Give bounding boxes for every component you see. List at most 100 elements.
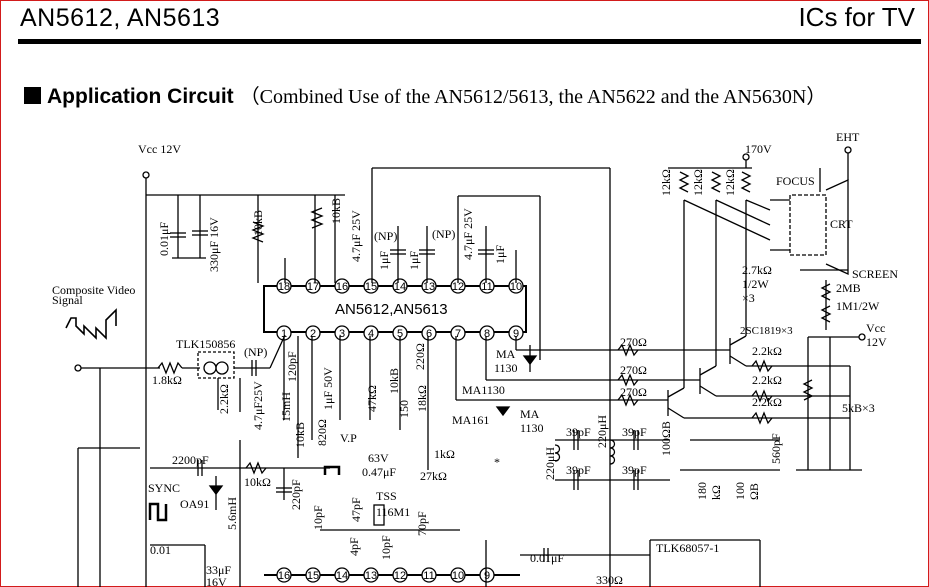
header-rule <box>18 39 921 44</box>
value-15mh: 15mH <box>279 392 293 422</box>
value-220: 220Ω <box>413 343 427 370</box>
ic-lower-pin-circle-5 <box>421 567 437 583</box>
ic-top-pin-3: 15 <box>365 281 377 293</box>
ic-bottom-pin-4: 5 <box>397 328 403 340</box>
label-oa91: OA91 <box>180 497 209 511</box>
label-ma-2: MA <box>520 407 540 421</box>
ic-bottom-pin-circle-5 <box>421 325 437 341</box>
ic-bottom-pin-6: 7 <box>455 328 461 340</box>
ic-top-pin-1: 17 <box>307 281 319 293</box>
value-4-7uf-25v: 4.7μF 25V <box>349 210 363 262</box>
header-title: AN5612, AN5613 <box>20 4 221 32</box>
output-stage <box>486 146 866 471</box>
value-330uf: 330μF 16V <box>207 217 221 272</box>
value-18k: 18kΩ <box>415 385 429 412</box>
top-capacitors <box>390 226 517 283</box>
ic-lower-pin-circle-1 <box>305 567 321 583</box>
ic-lower-pin-1: 15 <box>307 570 319 582</box>
value-4-7uf25v: 4.7μF25V <box>251 381 265 430</box>
value-ohm-b: ΩB <box>747 483 761 500</box>
label-np-2: (NP) <box>374 229 397 243</box>
value-1uf-1: 1μF <box>377 251 391 270</box>
sync-section <box>77 440 761 587</box>
value-270-3: 270Ω <box>620 385 647 399</box>
ic-top-pin-circle-3 <box>363 278 379 294</box>
value-0-01uf-b: 0.01μF <box>530 551 564 565</box>
value-10kb-3: 10kB <box>293 422 307 448</box>
ic-bottom-pin-circle-7 <box>479 325 495 341</box>
value-39pf-2: 39pF <box>622 425 647 439</box>
value-39pf-4: 39pF <box>622 463 647 477</box>
value-10kb-1: 10kB <box>251 210 265 236</box>
ic-top-pin-circle-5 <box>421 278 437 294</box>
value-half-watt: 1/2W <box>742 277 769 291</box>
ic-top-pin-circle-2 <box>334 278 350 294</box>
label-vcc-left: Vcc 12V <box>138 142 181 156</box>
section-bullet-icon <box>24 87 41 104</box>
value-39pf-1: 39pF <box>566 425 591 439</box>
value-times3: ×3 <box>742 291 755 305</box>
ic-top-pin-6: 12 <box>452 281 464 293</box>
section-title-text: Application Circuit <box>47 85 234 108</box>
value-10k: 10kΩ <box>244 475 271 489</box>
value-2mb: 2MB <box>836 281 861 295</box>
ic-lower-pin-2: 14 <box>336 570 348 582</box>
ic-main-label: AN5612,AN5613 <box>335 301 448 318</box>
value-12k-1: 12kΩ <box>659 169 673 196</box>
label-ma161: MA161 <box>452 413 489 427</box>
value-10kb-2: 10kB <box>329 198 343 224</box>
ic-bottom-pin-circle-2 <box>334 325 350 341</box>
input-network <box>65 308 517 587</box>
ic-bottom-pin-circle-6 <box>450 325 466 341</box>
ic-bottom-pin-8: 9 <box>513 328 519 340</box>
label-tlk2: TLK68057-1 <box>656 541 719 555</box>
label-np-3: (NP) <box>432 227 455 241</box>
label-transistor: 2SC1819×3 <box>740 325 793 337</box>
label-tss-part: 116M1 <box>376 505 410 519</box>
label-170v: 170V <box>745 142 772 156</box>
value-5kb: 5kB×3 <box>842 401 875 415</box>
label-signal: Signal <box>52 293 83 307</box>
value-70pf: 70pF <box>415 511 429 536</box>
value-1-8k: 1.8kΩ <box>152 373 182 387</box>
ic-lower-pin-circle-4 <box>392 567 408 583</box>
value-0-01: 0.01 <box>150 543 171 557</box>
value-1k: 1kΩ <box>434 447 455 461</box>
ic-lower-pin-5: 11 <box>423 570 434 582</box>
ic-top-pin-7: 11 <box>481 281 492 293</box>
ic-top-pin-5: 13 <box>423 281 435 293</box>
label-screen: SCREEN <box>852 267 898 281</box>
value-220uh-2: 220μH <box>595 415 609 448</box>
ic-bottom-pin-5: 6 <box>426 328 432 340</box>
value-47k: 47kΩ <box>365 385 379 412</box>
ic-bottom-pin-0: 1 <box>281 328 287 340</box>
ic-lower-pin-circle-3 <box>363 567 379 583</box>
label-sync: SYNC <box>148 481 180 495</box>
value-16v: 16V <box>206 575 227 587</box>
value-10pf: 10pF <box>311 505 325 530</box>
value-0-47uf: 0.47μF <box>362 465 396 479</box>
label-vcc-right: Vcc <box>866 321 885 335</box>
value-12k-3: 12kΩ <box>723 169 737 196</box>
label-1130-1: 1130 <box>494 361 518 375</box>
value-10pf-2: 10pF <box>379 535 393 560</box>
label-63v: 63V <box>368 451 389 465</box>
ic-top-pin-2: 16 <box>336 281 348 293</box>
value-330: 330Ω <box>596 573 623 587</box>
value-2200pf: 2200pF <box>172 453 209 467</box>
value-100: 100 <box>733 482 747 500</box>
supply-section <box>142 167 611 587</box>
ic-lower-pin-3: 13 <box>365 570 377 582</box>
value-12k-2: 12kΩ <box>691 169 705 196</box>
ic-top-pin-8: 10 <box>510 281 522 293</box>
label-star: * <box>494 455 500 469</box>
value-2-7k: 2.7kΩ <box>742 263 772 277</box>
value-ma150: 150 <box>397 400 411 418</box>
ic-lower-pin-circle-7 <box>479 567 495 583</box>
ic-top-pin-circle-4 <box>392 278 408 294</box>
schematic-labels: Vcc 12V 170V EHT FOCUS CRT SCREEN 2MB 1M… <box>52 130 898 587</box>
